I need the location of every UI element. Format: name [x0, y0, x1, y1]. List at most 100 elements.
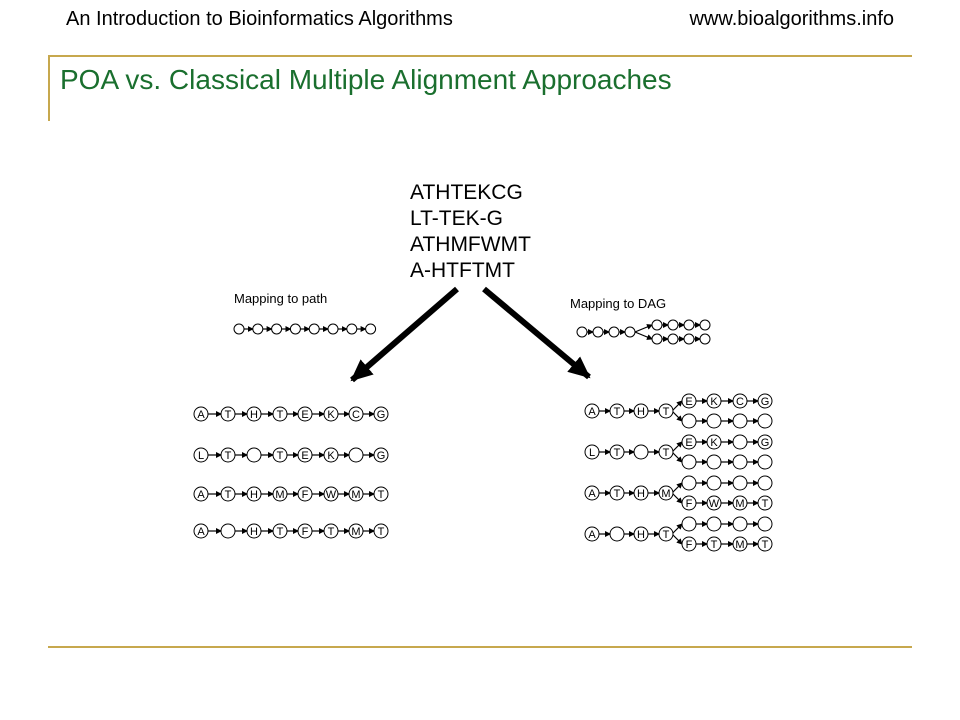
dag-node-label: L	[589, 447, 595, 459]
dag-node	[706, 516, 722, 532]
dag-node-label: W	[709, 498, 720, 510]
path-node-label: G	[377, 450, 386, 462]
schematic-dag-node	[592, 326, 604, 338]
dag-node	[658, 444, 674, 460]
path-node-label: E	[301, 450, 308, 462]
path-node-label: T	[277, 450, 284, 462]
dag-branch-edge	[672, 523, 683, 534]
schematic-path-node	[327, 323, 339, 335]
path-node-label: M	[351, 526, 360, 538]
dag-node-label: G	[761, 437, 770, 449]
path-node-label: K	[327, 450, 335, 462]
dag-node-label: T	[614, 447, 621, 459]
path-node	[373, 447, 389, 463]
dag-node	[706, 454, 722, 470]
dag-node-label: H	[637, 488, 645, 500]
dag-node-label: G	[761, 396, 770, 408]
schematic-path-node	[289, 323, 301, 335]
path-node-label: F	[302, 526, 309, 538]
dag-node	[681, 516, 697, 532]
dag-node-label: A	[588, 488, 596, 500]
title-top-rule	[48, 55, 912, 57]
path-node-label: T	[277, 409, 284, 421]
schematic-dag-node	[576, 326, 588, 338]
dag-node	[732, 516, 748, 532]
alignment-row-3: ATHMFWMT	[410, 233, 531, 256]
dag-node	[757, 454, 773, 470]
mapping-to-dag-label: Mapping to DAG	[570, 296, 666, 311]
path-node-label: T	[328, 526, 335, 538]
dag-node-label: A	[588, 406, 596, 418]
dag-node-label: T	[663, 406, 670, 418]
schematic-dag-node	[651, 333, 663, 345]
schematic-path-node	[271, 323, 283, 335]
dag-node-label: T	[614, 406, 621, 418]
schematic-path-node	[252, 323, 264, 335]
dag-node	[706, 413, 722, 429]
schematic-path-node	[346, 323, 358, 335]
website-url: www.bioalgorithms.info	[689, 8, 894, 30]
dag-node	[732, 413, 748, 429]
dag-branch-edge	[672, 493, 683, 504]
schematic-dag-node	[699, 319, 711, 331]
slide-title: POA vs. Classical Multiple Alignment App…	[60, 64, 672, 95]
dag-node-label: M	[735, 498, 744, 510]
schematic-path-node	[308, 323, 320, 335]
dag-node	[609, 526, 625, 542]
dag-node-label: K	[710, 437, 718, 449]
dag-node	[658, 485, 674, 501]
schematic-dag-node	[667, 319, 679, 331]
path-node-label: C	[352, 409, 360, 421]
path-node-label: T	[277, 526, 284, 538]
path-node-label: A	[197, 489, 205, 501]
path-node-label: H	[250, 409, 258, 421]
dag-node	[732, 454, 748, 470]
dag-node-label: T	[711, 539, 718, 551]
arrow-to-dag	[482, 286, 591, 380]
path-node-label: T	[378, 526, 385, 538]
schematic-dag-node	[699, 333, 711, 345]
path-node	[348, 447, 364, 463]
dag-node-label: K	[710, 396, 718, 408]
schematic-path-node	[233, 323, 245, 335]
dag-node-label: C	[736, 396, 744, 408]
dag-node	[706, 475, 722, 491]
dag-node	[757, 536, 773, 552]
path-node-label: M	[351, 489, 360, 501]
alignment-row-4: A-HTFTMT	[410, 259, 515, 282]
path-node-label: F	[302, 489, 309, 501]
schematic-dag	[576, 319, 711, 345]
dag-branch-edge	[672, 534, 683, 545]
schematic-dag-branch-edge	[634, 331, 653, 340]
path-node-label: M	[275, 489, 284, 501]
path-node	[373, 523, 389, 539]
schematic-dag-node	[667, 333, 679, 345]
mapping-to-path-label: Mapping to path	[234, 291, 327, 306]
dag-node	[757, 475, 773, 491]
path-node-label: W	[326, 489, 337, 501]
dag-node	[757, 393, 773, 409]
footer-rule	[48, 646, 912, 648]
path-node-label: T	[378, 489, 385, 501]
dag-branch-edge	[672, 452, 683, 463]
dag-node	[757, 516, 773, 532]
path-node-label: H	[250, 489, 258, 501]
dag-node-label: M	[661, 488, 670, 500]
dag-node-label: F	[686, 498, 693, 510]
dag-node	[757, 434, 773, 450]
path-node-label: H	[250, 526, 258, 538]
dag-node-label: M	[735, 539, 744, 551]
dag-node	[757, 495, 773, 511]
dag-node	[681, 454, 697, 470]
schematic-dag-node	[651, 319, 663, 331]
dag-node-label: A	[588, 529, 596, 541]
dag-node	[681, 413, 697, 429]
dag-node	[658, 526, 674, 542]
schematic-dag-node	[683, 319, 695, 331]
dag-node	[681, 475, 697, 491]
dag-node	[757, 413, 773, 429]
path-node-label: T	[225, 450, 232, 462]
dag-node-label: T	[663, 529, 670, 541]
